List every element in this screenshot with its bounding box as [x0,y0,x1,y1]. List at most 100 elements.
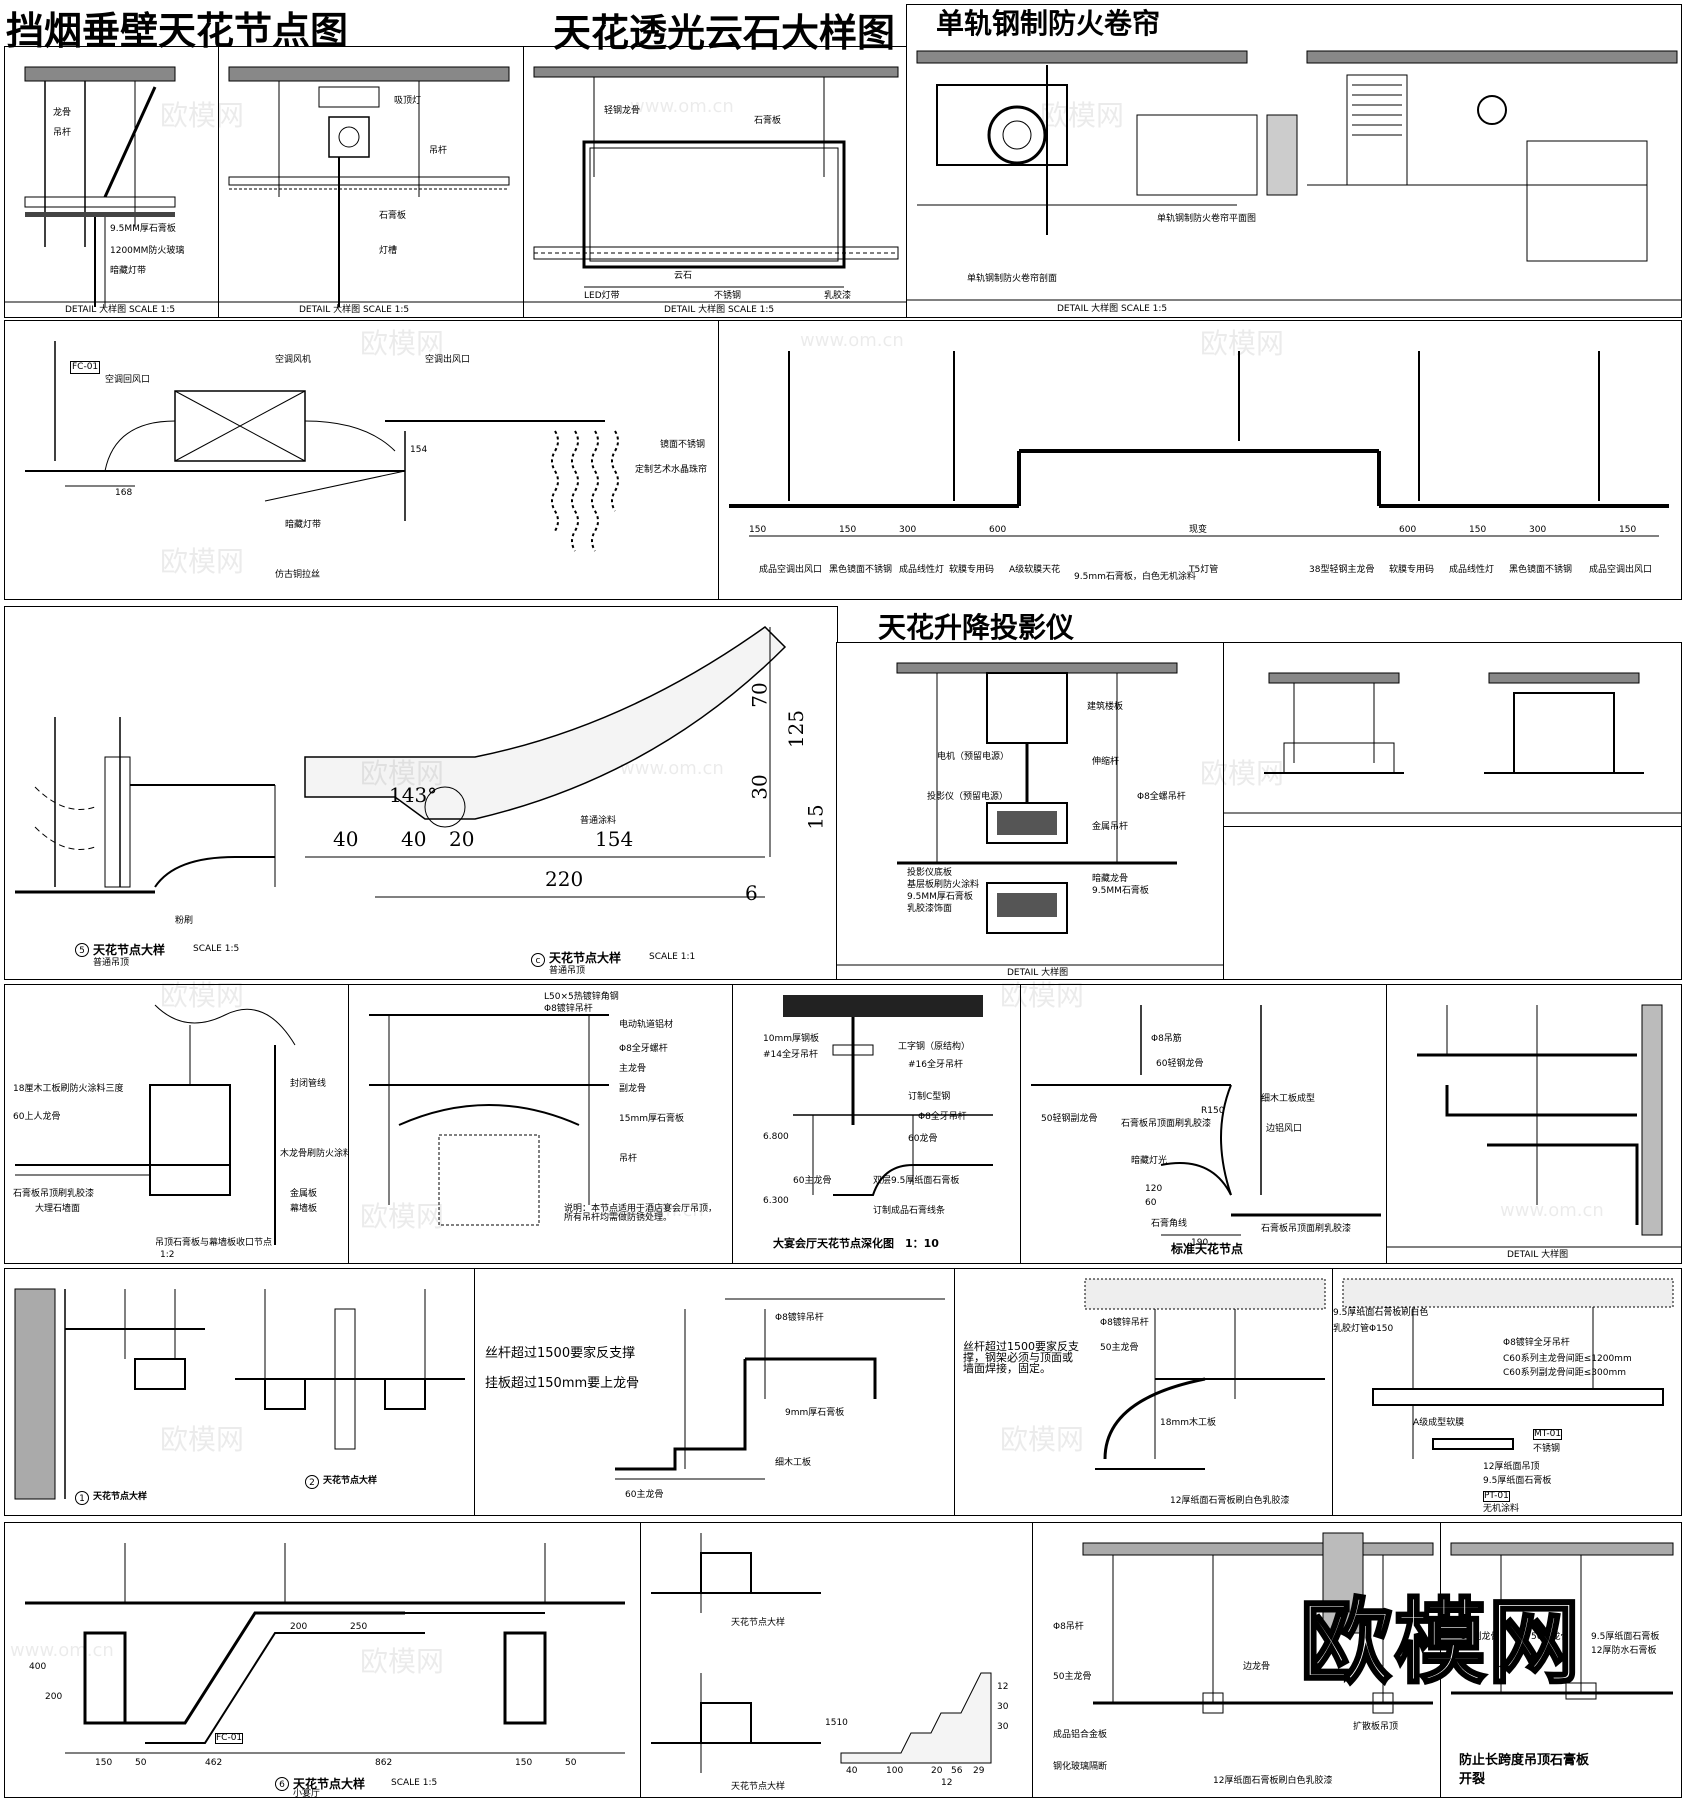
label: 9.5MM石膏板 [1092,886,1149,896]
label: Φ8镀锌全牙吊杆 [1503,1338,1570,1348]
label: 主龙骨 [619,1064,647,1074]
dim: 100 [886,1766,904,1776]
label: 38型轻钢主龙骨 [1309,565,1375,575]
label: Φ8全牙吊杆 [918,1112,967,1122]
panel-fire-shutter: 单轨钢制防火卷帘剖面 单轨钢制防火卷帘平面图 DETAIL 大样图 SCALE … [906,4,1682,318]
dim: 300 [1529,525,1547,535]
panel-ceiling-detail-row5d: 9.5厚纸面石膏板刷白色 乳胶灯管Φ150 Φ8镀锌全牙吊杆 C60系列主龙骨间… [1332,1268,1682,1516]
dim: R150 [1201,1106,1225,1116]
label: 扩散板吊顶 [1353,1722,1399,1732]
soft-film-drawing [729,351,1669,537]
label: 50副龙骨 [1461,1632,1500,1642]
dim: 154 [595,827,634,851]
angle: 143° [389,783,438,807]
dim: 150 [95,1758,113,1768]
caption: DETAIL 大样图 SCALE 1:5 [299,305,410,315]
caption-scale: SCALE 1:5 [193,944,240,954]
label: 12厚纸面吊顶 [1483,1462,1540,1472]
tag: FC-01 [70,361,101,374]
projector-drawing [837,662,1224,966]
ac-section-drawing [25,341,619,552]
dim: 150 [1619,525,1637,535]
dim: 125 [784,709,809,749]
panel-smoke-wall-right: 吸顶灯 吊杆 石膏板 灯槽 DETAIL 大样图 SCALE 1:5 [218,46,524,318]
panel-translucent-stone: 轻钢龙骨 石膏板 云石 LED灯带 不锈钢 乳胶漆 DETAIL 大样图 SCA… [523,46,907,318]
dim: 40 [846,1766,858,1776]
label: 9.5mm石膏板，白色无机涂料 [1074,572,1196,582]
label: 云石 [674,271,693,281]
label: 细木工板成型 [1261,1094,1316,1104]
label: 边铝风口 [1266,1124,1303,1134]
dim: 862 [375,1758,393,1768]
label: 黑色镜面不锈钢 [1509,565,1573,575]
dim: 30 [997,1702,1009,1712]
label: Φ8全牙螺杆 [619,1044,668,1054]
caption-sub: 普通吊顶 [549,966,586,976]
smoke-wall-drawing-left [5,66,218,307]
caption-scale: SCALE 1:5 [391,1778,438,1788]
label: Φ8镀锌吊杆 [775,1313,824,1323]
panel-projector-main: 建筑楼板 电机（预留电源） 投影仪（预留电源） 伸缩杆 金属吊杆 投影仪底板 基… [836,642,1225,980]
detail-number: 2 [305,1475,319,1489]
detail-number: 5 [75,943,89,957]
dim: 6 [745,881,758,905]
label: 石膏板吊顶面刷乳胶漆 [1121,1119,1212,1129]
panel-ceiling-detail-row5a: 1 天花节点大样 2 天花节点大样 [4,1268,476,1516]
label: 大理石墙面 [35,1204,81,1214]
label: 定制艺术水晶珠帘 [635,465,708,475]
label: Φ8吊筋 [1151,1034,1182,1044]
dim: 600 [1399,525,1417,535]
dim: 40 [333,827,359,851]
label: 9.5MM厚石膏板 [907,892,973,902]
label: 乳胶灯管Φ150 [1333,1324,1394,1334]
label: 60主龙骨 [625,1490,664,1500]
dim: 60 [1145,1198,1157,1208]
label: 50主龙骨 [1531,1632,1570,1642]
label: 普通涂料 [580,816,617,826]
label: 10mm厚钢板 [763,1034,819,1044]
banquet-rail-drawing [369,1014,609,1226]
panel-ac-section: FC-01 空调风机 空调出风口 空调回风口 镜面不锈钢 定制艺术水晶珠帘 暗藏… [4,320,720,600]
label: C60系列主龙骨间距≤1200mm [1503,1354,1632,1364]
dim: 190 [1191,1238,1209,1248]
note: 挂板超过150mm要上龙骨 [485,1376,640,1391]
caption: 天花节点大样 [93,943,166,957]
label: 18mm木工板 [1160,1418,1216,1428]
detail-number: 1 [75,1491,89,1505]
label: 吊杆 [619,1154,638,1164]
label: L50×5热镀锌角钢 [544,992,619,1002]
label: 吸顶灯 [394,96,422,106]
label: 12厚纸面石膏板刷白色乳胶漆 [1170,1496,1290,1506]
label: Φ8全螺吊杆 [1137,792,1186,802]
label: 6.800 [763,1132,789,1142]
caption: 天花节点大样 [323,1476,378,1486]
label: 石膏板吊顶刷乳胶漆 [13,1189,95,1199]
projector-side-drawing [1224,672,1681,814]
dim: 168 [115,488,133,498]
title-smoke-wall: 挡烟垂壁天花节点图 [6,9,349,53]
label: 石膏板 [754,116,782,126]
label: 封闭管线 [290,1079,327,1089]
standard-ceiling-drawing [1031,1005,1381,1236]
label: 吊杆 [429,146,448,156]
note: 丝杆超过1500要家反支撑，钢架必须与顶面或墙面焊接，固定。 [963,1340,1079,1375]
translucent-stone-drawing [524,66,906,303]
note: 丝杆超过1500要家反支撑 [485,1346,636,1361]
label: 不锈钢 [714,291,742,301]
label: 6.300 [763,1196,789,1206]
label: 双层9.5厚纸面石膏板 [873,1176,960,1186]
dim: 150 [515,1758,533,1768]
label: 12厚防水石膏板 [1591,1646,1657,1656]
dim: 220 [545,867,584,891]
label: #16全牙吊杆 [908,1060,963,1070]
label: 成品线性灯 [899,565,945,575]
banquet-hall-drawing [783,995,993,1196]
panel-small-banquet: 150 50 462 862 150 50 200 250 400 200 FC… [4,1522,642,1798]
label: 60龙骨 [908,1134,938,1144]
panel-gypsum-curtain: 18厘木工板刷防火涂料三度 60上人龙骨 石膏板吊顶刷乳胶漆 大理石墙面 封闭管… [4,984,350,1264]
label: 空调回风口 [105,375,151,385]
dim: 600 [989,525,1007,535]
label: 工字钢（原结构） [898,1042,971,1052]
caption: 天花节点大样 [293,1777,366,1791]
label: A级软膜天花 [1009,565,1061,575]
